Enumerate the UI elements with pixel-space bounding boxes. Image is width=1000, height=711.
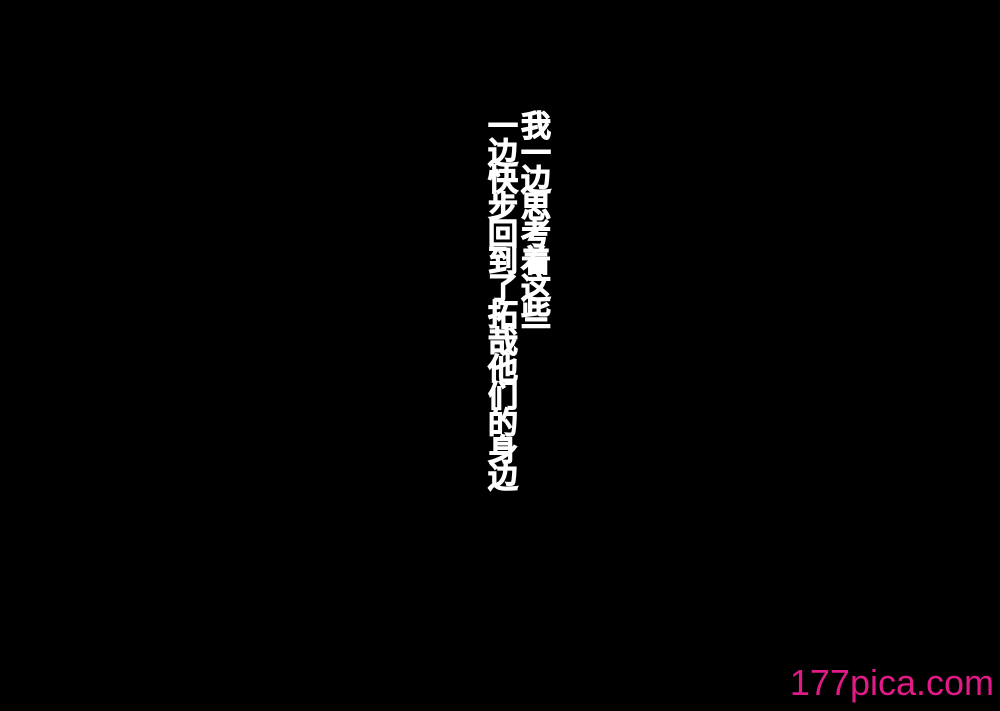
narration-line-2: 一边快步回到了拓哉他们的身边 [482, 110, 518, 489]
narration-line-1: 我一边思考着这些 [515, 110, 551, 327]
watermark: 177pica.com [789, 662, 994, 703]
